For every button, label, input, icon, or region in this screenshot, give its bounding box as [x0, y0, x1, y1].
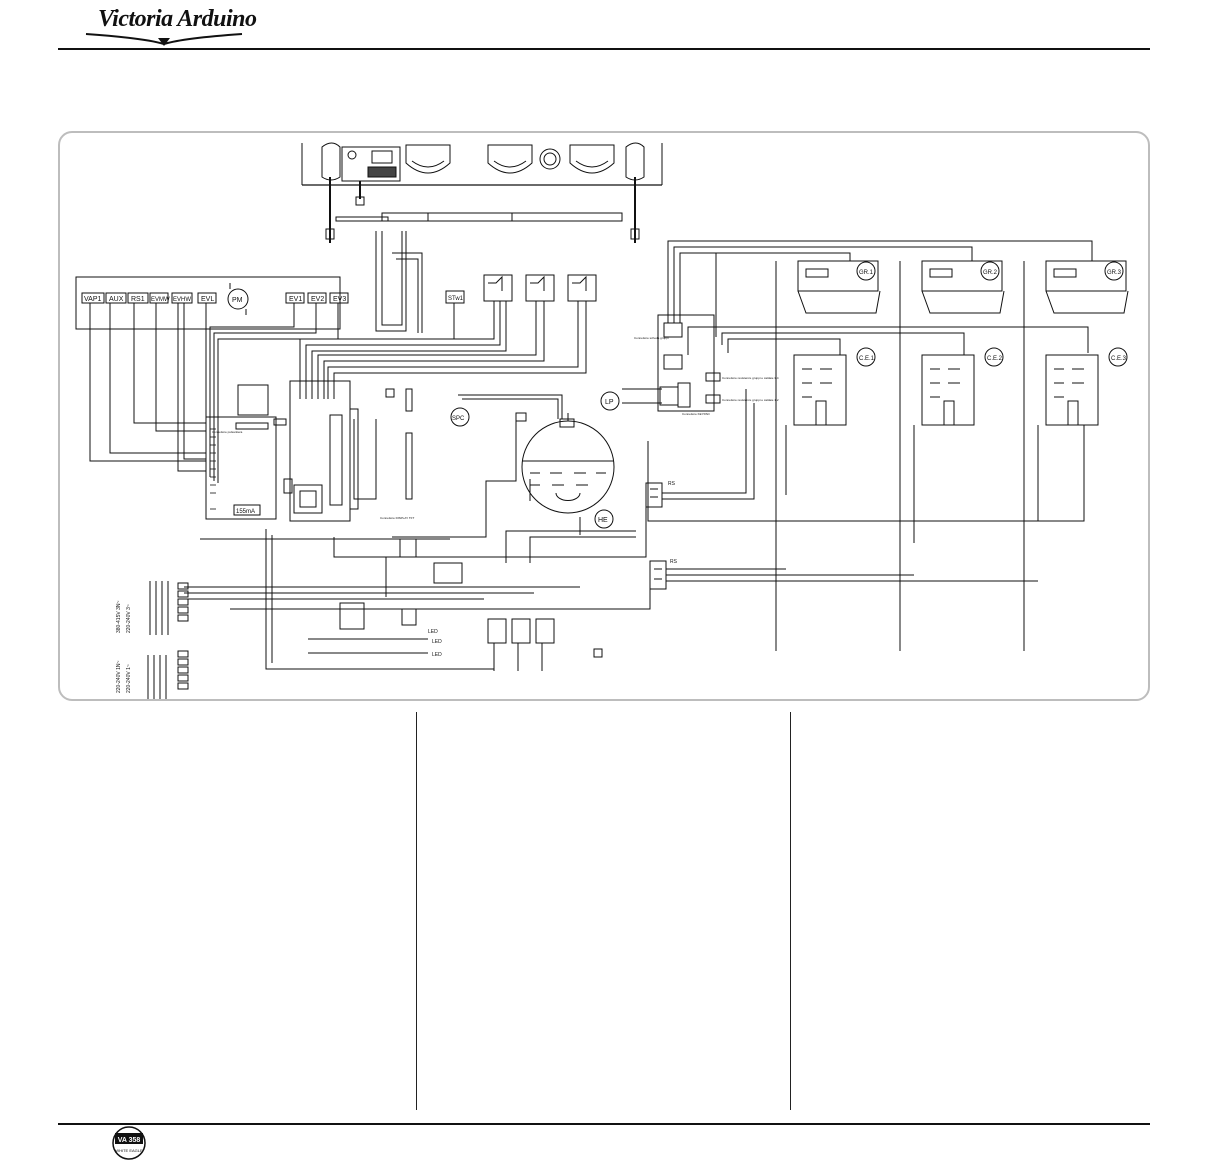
- load-label-ev3: EV3: [333, 296, 346, 303]
- coffee-boiler-2-label: C.E.2: [987, 356, 1003, 362]
- load-labels: VAP1 AUX RS1 EVMW EVHW EVL EV1 EV2 EV3: [81, 292, 349, 304]
- caption-connector-board: Connettore scheda gruppi: [634, 336, 669, 340]
- coffee-boiler-1: C.E.1: [793, 347, 876, 426]
- supply-3ph-label-2: 220-240V 3~: [126, 604, 132, 633]
- wiring-diagram: VAP1 AUX RS1 EVMW EVHW EVL EV1 EV2 EV3 P…: [75, 142, 1129, 699]
- caption-connector-groups-12: Connettore resistenze gruppi e caldaie 1…: [722, 398, 779, 402]
- footer-rule: [58, 1123, 1150, 1125]
- pump-label: PM: [232, 297, 243, 304]
- coffee-boilers: C.E.1 C.E.2 C.E.3: [793, 347, 1128, 426]
- wiring-diagram-panel: VAP1 AUX RS1 EVMW EVHW EVL EV1 EV2 EV3 P…: [58, 131, 1150, 701]
- column-divider-right: [790, 712, 791, 1110]
- ribbon-cables: [375, 231, 423, 333]
- group-2: GR.2: [921, 260, 1005, 314]
- supply-terminals: 380-415V 3N~ 220-240V 3~ 220-240V 1N~ 22…: [116, 581, 189, 699]
- load-label-rs1: RS1: [131, 296, 145, 303]
- load-label-aux: AUX: [109, 296, 124, 303]
- supply-1ph-label-2: 220-240V 1~: [126, 664, 132, 693]
- load-label-evmw: EVMW: [151, 297, 170, 303]
- group-1-label: GR.1: [859, 270, 874, 276]
- load-box: VAP1 AUX RS1 EVMW EVHW EVL EV1 EV2 EV3 P…: [75, 276, 349, 330]
- power-section: LED LED LED: [184, 517, 636, 671]
- led-label-2: LED: [432, 639, 442, 645]
- group-wiring: [647, 240, 1093, 651]
- coffee-boiler-2: C.E.2: [921, 347, 1004, 426]
- connector-captions: Connettore pulsantiera Connettore DISPLA…: [212, 336, 779, 520]
- supply-1ph-label-1: 220-240V 1N~: [116, 661, 122, 693]
- column-divider-left: [416, 712, 417, 1110]
- steam-boiler: LP SPC HE: [392, 391, 620, 538]
- load-wiring: [89, 303, 339, 483]
- led-label-3: LED: [432, 652, 442, 658]
- group-1: GR.1: [797, 260, 881, 314]
- caption-connector-keypad: Connettore KEYPAD: [682, 412, 710, 416]
- steam-label: STw1: [448, 296, 464, 302]
- caption-connector-display: Connettore DISPLAY TFT: [380, 516, 415, 520]
- group-3: GR.3: [1045, 260, 1129, 314]
- pressure-control-label: SPC: [452, 416, 465, 422]
- led-label-1: LED: [428, 629, 438, 635]
- badge-bottom-text: WHITE EAGLE: [115, 1148, 143, 1153]
- brand-logo: Victoria Arduino: [84, 4, 257, 48]
- coffee-boiler-3: C.E.3: [1045, 347, 1128, 426]
- pressure-probe-label: LP: [605, 399, 614, 406]
- control-board: [283, 380, 413, 522]
- coffee-boiler-1-label: C.E.1: [859, 356, 875, 362]
- relay-label-bottom: RS: [670, 559, 678, 565]
- supply-3ph-label-1: 380-415V 3N~: [116, 601, 122, 633]
- header-rule: [58, 48, 1150, 50]
- caption-connector-groups-34: Connettore resistenze gruppi e caldaie 3…: [722, 376, 779, 380]
- brew-groups: GR.1 GR.2 GR.3: [797, 260, 1129, 314]
- group-2-label: GR.2: [983, 270, 998, 276]
- badge-top-text: VA 358: [118, 1137, 141, 1144]
- flowmeters: STw1: [299, 274, 597, 399]
- load-label-ev1: EV1: [289, 296, 302, 303]
- heating-element-label: HE: [598, 517, 608, 524]
- group-3-label: GR.3: [1107, 270, 1122, 276]
- power-board: 155mA: [205, 384, 287, 520]
- group-connector-box: [657, 314, 721, 412]
- right-ribbon: [622, 386, 679, 406]
- relay-label-top: RS: [668, 481, 676, 487]
- solid-state-relays: RS RS: [230, 389, 1038, 610]
- model-badge-icon: VA 358 WHITE EAGLE: [112, 1126, 146, 1160]
- logo-swoosh: [85, 33, 243, 46]
- brand-name: Victoria Arduino: [98, 6, 257, 32]
- load-label-evhw: EVHW: [173, 297, 191, 303]
- coffee-boiler-3-label: C.E.3: [1111, 356, 1127, 362]
- load-label-evl: EVL: [201, 296, 214, 303]
- machine-front-view: [301, 142, 663, 243]
- load-label-ev2: EV2: [311, 296, 324, 303]
- fuse-label: 155mA: [236, 509, 255, 515]
- load-label-vap1: VAP1: [84, 296, 101, 303]
- caption-connector-buttons: Connettore pulsantiera: [212, 430, 243, 434]
